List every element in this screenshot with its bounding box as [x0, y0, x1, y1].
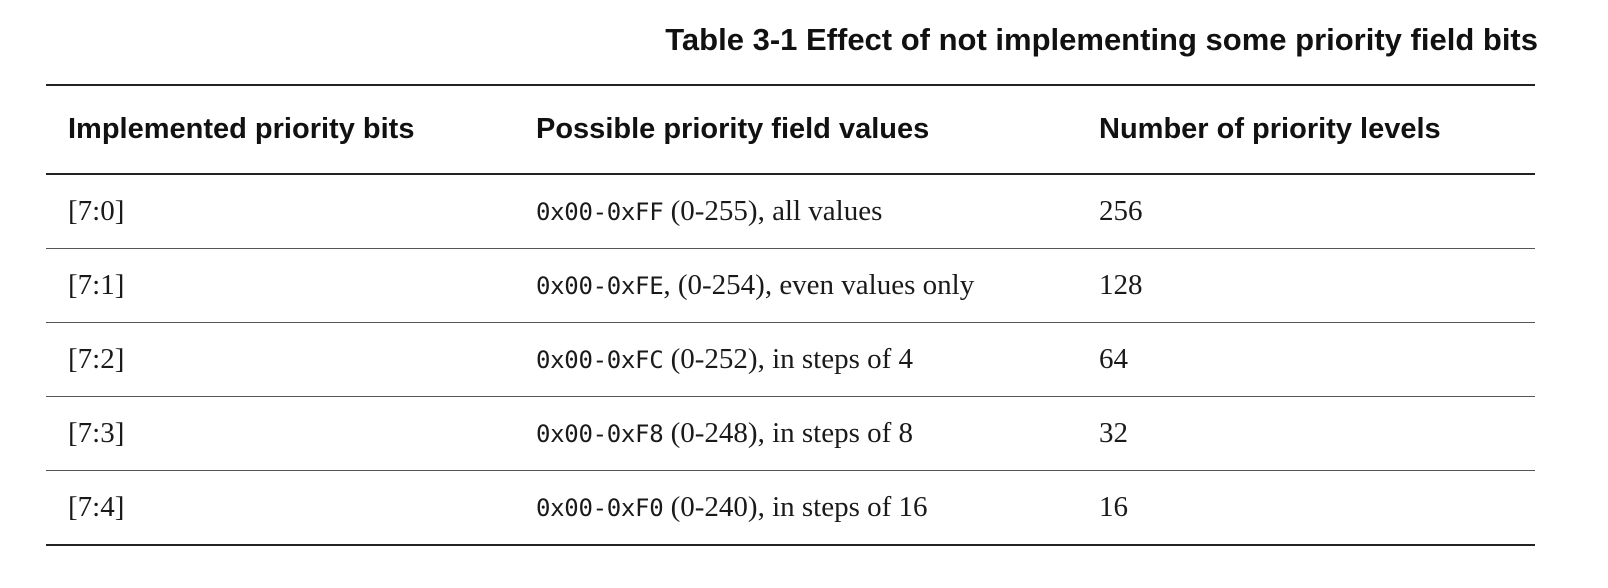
range-description: (0-248), in steps of 8: [663, 417, 914, 449]
table-caption: Table 3-1 Effect of not implementing som…: [665, 22, 1538, 57]
priority-levels-cell: 32: [1099, 417, 1128, 449]
priority-levels-cell: 16: [1099, 491, 1128, 523]
row-divider: [46, 396, 1535, 397]
row-divider: [46, 322, 1535, 323]
table-bottom-rule: [46, 544, 1535, 546]
implemented-bits-cell: [7:2]: [68, 343, 125, 375]
priority-bits-table: Implemented priority bits Possible prior…: [46, 84, 1535, 546]
column-header-implemented-bits: Implemented priority bits: [68, 113, 415, 145]
range-description: (0-240), in steps of 16: [663, 491, 928, 523]
row-divider: [46, 248, 1535, 249]
priority-levels-cell: 128: [1099, 269, 1143, 301]
priority-levels-cell: 64: [1099, 343, 1128, 375]
header-bottom-rule: [46, 173, 1535, 175]
row-divider: [46, 470, 1535, 471]
range-description: , (0-254), even values only: [663, 269, 975, 301]
priority-values-cell: 0x00-0xFE, (0-254), even values only: [536, 269, 1099, 302]
implemented-bits-cell: [7:4]: [68, 491, 125, 523]
hex-range-code: 0x00-0xF0: [536, 494, 664, 522]
hex-range-code: 0x00-0xFC: [536, 346, 664, 374]
implemented-bits-cell: [7:0]: [68, 195, 125, 227]
column-header-possible-values: Possible priority field values: [536, 113, 930, 145]
range-description: (0-252), in steps of 4: [663, 343, 914, 375]
table-top-rule: [46, 84, 1535, 86]
hex-range-code: 0x00-0xF8: [536, 420, 664, 448]
priority-values-cell: 0x00-0xFC (0-252), in steps of 4: [536, 343, 1099, 376]
implemented-bits-cell: [7:3]: [68, 417, 125, 449]
table-header-row: Implemented priority bits Possible prior…: [46, 86, 1535, 173]
table-row: [7:0] 0x00-0xFF (0-255), all values 256: [46, 175, 1535, 248]
hex-range-code: 0x00-0xFF: [536, 198, 664, 226]
table-row: [7:4] 0x00-0xF0 (0-240), in steps of 16 …: [46, 471, 1535, 544]
table-row: [7:3] 0x00-0xF8 (0-248), in steps of 8 3…: [46, 397, 1535, 470]
hex-range-code: 0x00-0xFE: [536, 272, 664, 300]
priority-levels-cell: 256: [1099, 195, 1143, 227]
range-description: (0-255), all values: [663, 195, 883, 227]
priority-values-cell: 0x00-0xFF (0-255), all values: [536, 195, 1099, 228]
table-row: [7:2] 0x00-0xFC (0-252), in steps of 4 6…: [46, 323, 1535, 396]
priority-values-cell: 0x00-0xF8 (0-248), in steps of 8: [536, 417, 1099, 450]
table-row: [7:1] 0x00-0xFE, (0-254), even values on…: [46, 249, 1535, 322]
implemented-bits-cell: [7:1]: [68, 269, 125, 301]
column-header-priority-levels: Number of priority levels: [1099, 113, 1441, 145]
priority-values-cell: 0x00-0xF0 (0-240), in steps of 16: [536, 491, 1099, 524]
